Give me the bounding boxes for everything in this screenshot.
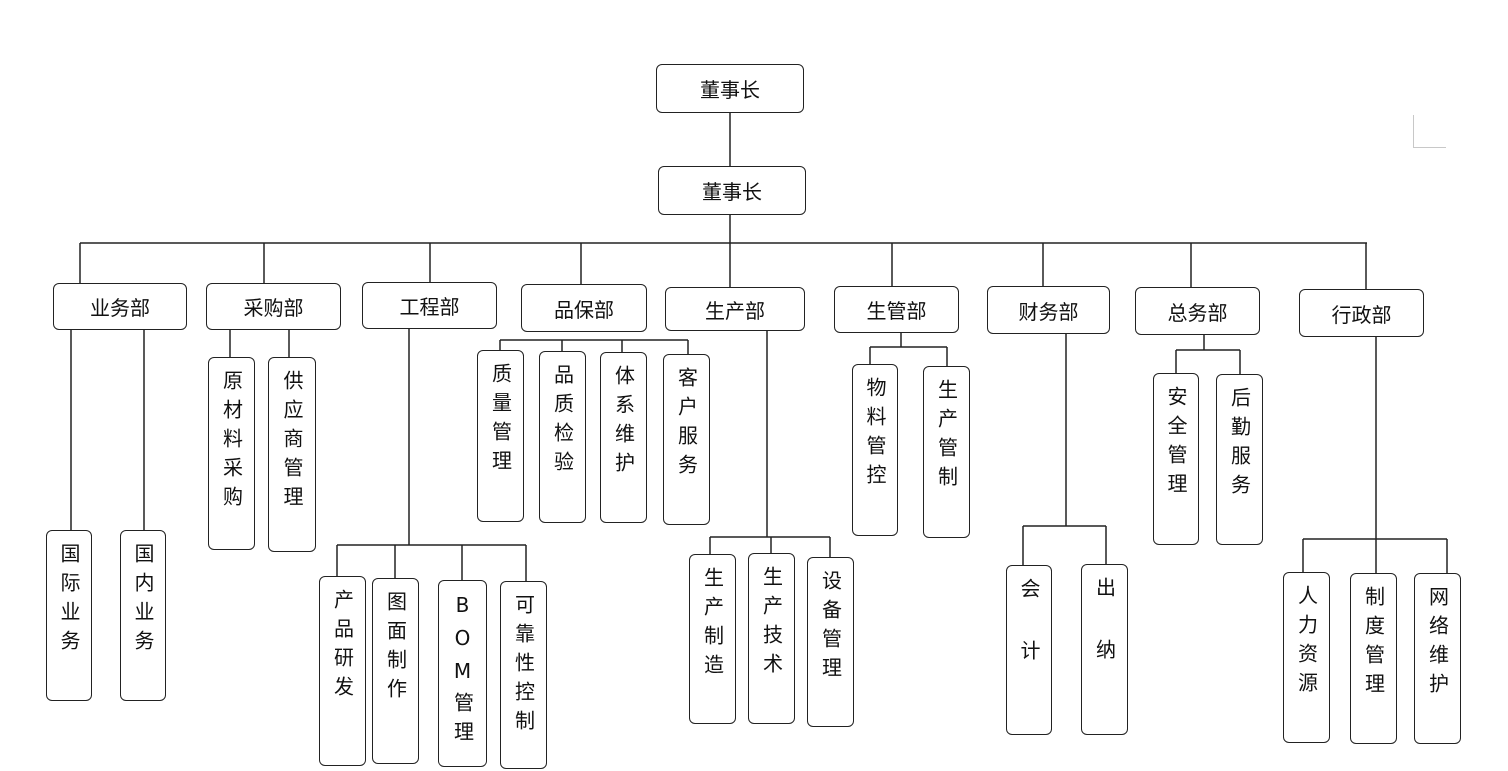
sub-wuliao-guankong: 物料管控	[852, 364, 898, 536]
chairman-box: 董事长	[658, 166, 806, 215]
sub-label: 品质检验	[550, 364, 575, 480]
sub-guonei-yewu: 国内业务	[120, 530, 166, 701]
dept-caiwu: 财务部	[987, 286, 1110, 334]
dept-label: 工程部	[399, 295, 460, 319]
dept-label: 财务部	[1018, 299, 1079, 324]
sub-tumian-zhizuo: 图面制作	[372, 578, 419, 764]
dept-label: 业务部	[90, 296, 150, 320]
sub-label: 体系维护	[611, 365, 636, 481]
sub-label: 图面制作	[383, 591, 408, 707]
dept-label: 采购部	[243, 296, 304, 320]
sub-label: BOM管理	[450, 593, 475, 750]
sub-label: 后勤服务	[1227, 387, 1252, 503]
sub-chuna: 出 纳	[1081, 564, 1128, 735]
dept-xingzheng: 行政部	[1299, 289, 1424, 337]
sub-shebei-guanli: 设备管理	[807, 557, 854, 727]
sub-label: 原材料采购	[219, 370, 244, 515]
dept-label: 行政部	[1331, 302, 1392, 327]
sub-bom-guanli: BOM管理	[438, 580, 487, 767]
dept-gongcheng: 工程部	[362, 282, 497, 329]
sub-zhiliang-guanli: 质量管理	[477, 350, 524, 522]
dept-label: 品保部	[554, 297, 614, 322]
sub-label: 会 计	[1017, 578, 1041, 669]
sub-chanpin-yanfa: 产品研发	[319, 576, 366, 766]
sub-label: 可靠性控制	[511, 594, 536, 739]
sub-label: 安全管理	[1164, 386, 1188, 502]
sub-gongyingshang-guanli: 供应商管理	[268, 357, 316, 552]
sub-zhidu-guanli: 制度管理	[1350, 573, 1397, 744]
sub-pinzhi-jianyan: 品质检验	[539, 351, 586, 523]
dept-label: 总务部	[1167, 300, 1228, 325]
page-corner-mark	[1413, 115, 1446, 148]
sub-label: 国际业务	[57, 543, 81, 659]
sub-yuancailiao-caigou: 原材料采购	[208, 357, 255, 550]
dept-shengguan: 生管部	[834, 286, 959, 333]
sub-kekaoxing-kongzhi: 可靠性控制	[500, 581, 547, 769]
chairman-top-label: 董事长	[700, 78, 760, 102]
sub-label: 网络维护	[1425, 586, 1450, 702]
sub-label: 物料管控	[863, 377, 887, 493]
sub-anquan-guanli: 安全管理	[1153, 373, 1199, 545]
sub-label: 质量管理	[488, 363, 513, 479]
sub-shengchan-jishu: 生产技术	[748, 553, 795, 724]
chairman-top-box: 董事长	[656, 64, 804, 113]
sub-label: 国内业务	[131, 543, 155, 659]
sub-wangluo-weihu: 网络维护	[1414, 573, 1461, 744]
sub-label: 生产管制	[934, 379, 959, 495]
dept-pinbao: 品保部	[521, 284, 647, 332]
sub-shengchan-zhizao: 生产制造	[689, 554, 736, 724]
dept-label: 生产部	[705, 298, 765, 323]
sub-kuaiji: 会 计	[1006, 565, 1052, 735]
sub-label: 生产制造	[700, 567, 725, 683]
sub-label: 产品研发	[330, 589, 355, 705]
sub-label: 人力资源	[1294, 585, 1319, 701]
sub-houqin-fuwu: 后勤服务	[1216, 374, 1263, 545]
sub-label: 设备管理	[818, 570, 843, 686]
sub-kehu-fuwu: 客户服务	[663, 354, 710, 525]
dept-yewu: 业务部	[53, 283, 187, 330]
dept-zongwu: 总务部	[1135, 287, 1260, 335]
dept-label: 生管部	[866, 299, 927, 323]
sub-renli-ziyuan: 人力资源	[1283, 572, 1330, 743]
dept-caigou: 采购部	[206, 283, 341, 330]
sub-guoji-yewu: 国际业务	[46, 530, 92, 701]
sub-label: 生产技术	[759, 566, 784, 682]
sub-label: 出 纳	[1092, 577, 1117, 668]
sub-label: 供应商管理	[280, 370, 304, 515]
sub-label: 客户服务	[674, 367, 699, 483]
sub-tixi-weihu: 体系维护	[600, 352, 647, 523]
dept-shengchan: 生产部	[665, 287, 805, 331]
sub-label: 制度管理	[1361, 586, 1386, 702]
chairman-label: 董事长	[702, 180, 762, 204]
sub-shengchan-guanzhi: 生产管制	[923, 366, 970, 538]
